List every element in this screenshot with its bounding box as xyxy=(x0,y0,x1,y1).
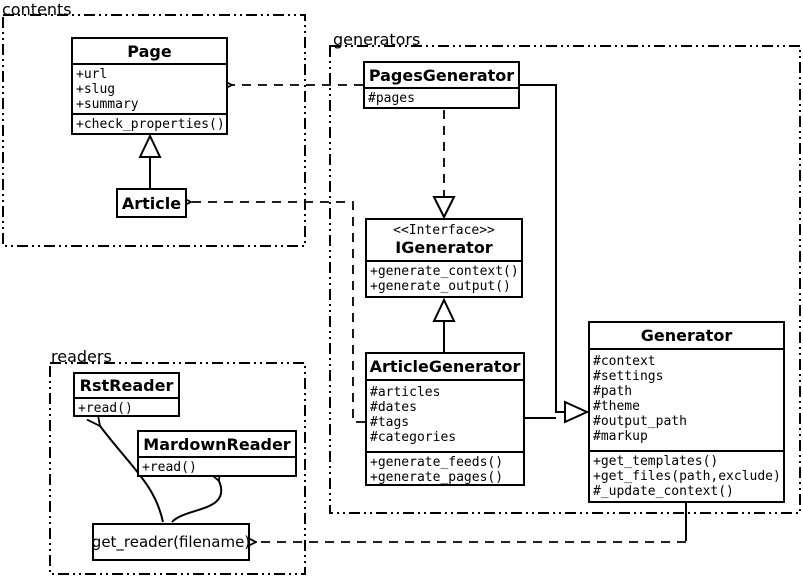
class-page: Page +url +slug +summary +check_properti… xyxy=(71,37,228,135)
class-mardownreader: MardownReader +read() xyxy=(137,430,297,477)
attribute: +summary xyxy=(76,97,139,112)
package-label-generators: generators xyxy=(333,30,421,49)
attribute: #tags xyxy=(370,415,410,430)
attribute: #path xyxy=(593,384,633,399)
edge-articlegenerator-depends-article xyxy=(191,202,365,423)
attribute: #categories xyxy=(370,430,457,445)
edge-article-generalizes-page xyxy=(138,133,162,188)
class-generator-name: Generator xyxy=(590,323,783,350)
class-article-name: Article xyxy=(121,193,182,213)
method: +generate_pages() xyxy=(370,470,504,484)
edge-articlegenerator-generalizes-igenerator xyxy=(432,297,456,352)
class-page-attributes: +url +slug +summary xyxy=(73,65,226,115)
attribute: #theme xyxy=(593,399,640,414)
method: +get_files(path,exclude) xyxy=(593,469,781,484)
class-mardownreader-methods: +read() xyxy=(139,458,295,475)
attribute: #articles xyxy=(370,385,441,400)
method: #_update_context() xyxy=(593,484,734,499)
attribute: #pages xyxy=(368,91,415,106)
class-generator-methods: +get_templates() +get_files(path,exclude… xyxy=(590,452,783,501)
class-mardownreader-name: MardownReader xyxy=(139,432,295,458)
method: +generate_feeds() xyxy=(370,455,504,470)
class-articlegenerator: ArticleGenerator #articles #dates #tags … xyxy=(365,352,525,486)
package-contents-border xyxy=(2,14,306,247)
attribute: #output_path xyxy=(593,414,687,429)
attribute: +url xyxy=(76,67,108,82)
attribute: #settings xyxy=(593,369,664,384)
edge-pagesgenerator-realizes-igenerator xyxy=(432,110,456,220)
class-igenerator-header: <<Interface>> IGenerator xyxy=(367,220,521,262)
package-generators-border xyxy=(329,45,801,514)
class-articlegenerator-attributes: #articles #dates #tags #categories xyxy=(367,381,523,453)
class-pagesgenerator-name: PagesGenerator xyxy=(365,63,518,89)
class-pagesgenerator-attributes: #pages xyxy=(365,89,518,107)
method: +read() xyxy=(142,460,197,475)
class-igenerator-stereotype: <<Interface>> xyxy=(393,223,495,238)
package-label-contents: contents xyxy=(2,0,72,19)
class-article: Article xyxy=(116,188,187,218)
class-page-name: Page xyxy=(73,39,226,65)
package-readers-border xyxy=(49,362,306,575)
class-igenerator-name: IGenerator xyxy=(395,238,493,257)
attribute: #context xyxy=(593,354,656,369)
method: +generate_output() xyxy=(370,279,511,294)
class-rstreader-name: RstReader xyxy=(75,374,178,399)
class-generator-attributes: #context #settings #path #theme #output_… xyxy=(590,350,783,452)
class-rstreader: RstReader +read() xyxy=(73,372,180,417)
class-articlegenerator-methods: +generate_feeds() +generate_pages() xyxy=(367,453,523,484)
edge-getreader-to-mardownreader xyxy=(171,481,223,523)
method: +generate_context() xyxy=(370,264,519,279)
class-page-methods: +check_properties() xyxy=(73,115,226,133)
attribute: #markup xyxy=(593,429,648,444)
method: +get_templates() xyxy=(593,454,719,469)
class-igenerator-methods: +generate_context() +generate_output() xyxy=(367,262,521,296)
class-igenerator: <<Interface>> IGenerator +generate_conte… xyxy=(365,218,523,298)
node-get-reader: get_reader(filename) xyxy=(92,523,250,561)
edge-generator-depends-getreader xyxy=(256,503,687,542)
method: +check_properties() xyxy=(76,117,225,132)
class-articlegenerator-name: ArticleGenerator xyxy=(367,354,523,381)
class-generator: Generator #context #settings #path #them… xyxy=(588,321,785,503)
attribute: #dates xyxy=(370,400,417,415)
package-label-readers: readers xyxy=(51,347,112,366)
class-pagesgenerator: PagesGenerator #pages xyxy=(363,61,520,109)
edge-generators-generalize-generator xyxy=(520,84,590,424)
class-rstreader-methods: +read() xyxy=(75,399,178,415)
attribute: +slug xyxy=(76,82,116,97)
method: +read() xyxy=(78,401,133,415)
